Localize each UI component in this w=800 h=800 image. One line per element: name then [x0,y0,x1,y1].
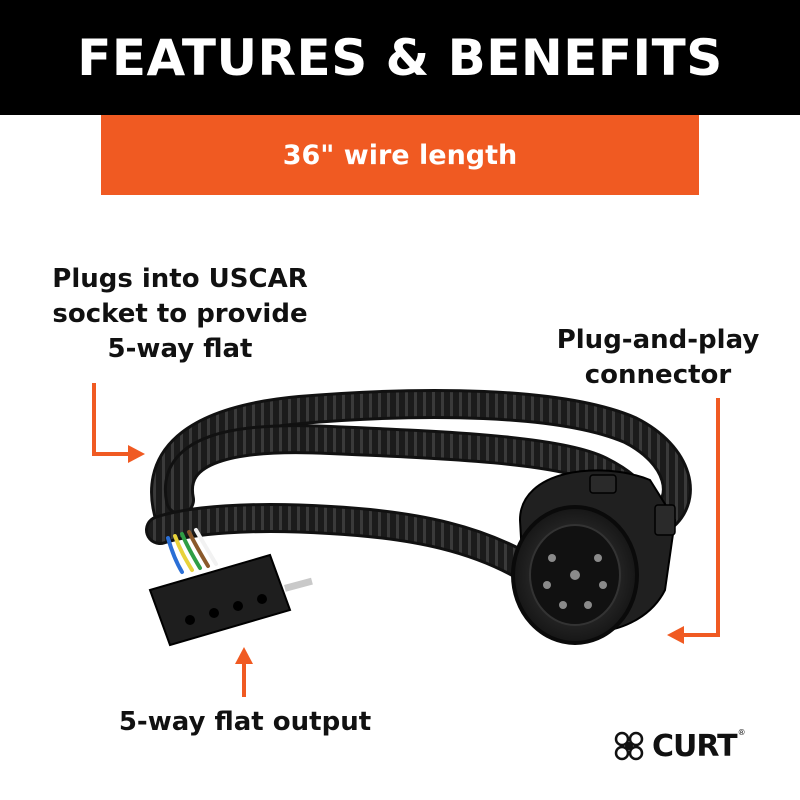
page-title: FEATURES & BENEFITS [0,0,800,115]
brand-name: CURT [652,728,738,764]
flat-output-label: 5-way flat output [118,707,372,737]
plug-callout-line-1: Plug-and-play [556,325,760,355]
plug-callout-line-2: connector [584,360,732,390]
curt-logo-icon [614,731,644,761]
arrow-right-icon [92,383,132,456]
uscar-callout-line-3: 5-way flat [107,334,253,364]
flat-output-callout: 5-way flat output [100,705,390,740]
curt-logo: CURT ® [612,728,746,764]
uscar-callout-line-2: socket to provide [52,299,308,329]
trademark-mark: ® [737,728,746,737]
arrow-left-icon [680,398,720,637]
uscar-socket-callout: Plugs into USCAR socket to provide 5-way… [30,262,330,367]
uscar-callout-line-1: Plugs into USCAR [52,264,308,294]
wire-length-banner: 36" wire length [101,115,699,195]
plug-and-play-callout: Plug-and-play connector [548,323,768,393]
